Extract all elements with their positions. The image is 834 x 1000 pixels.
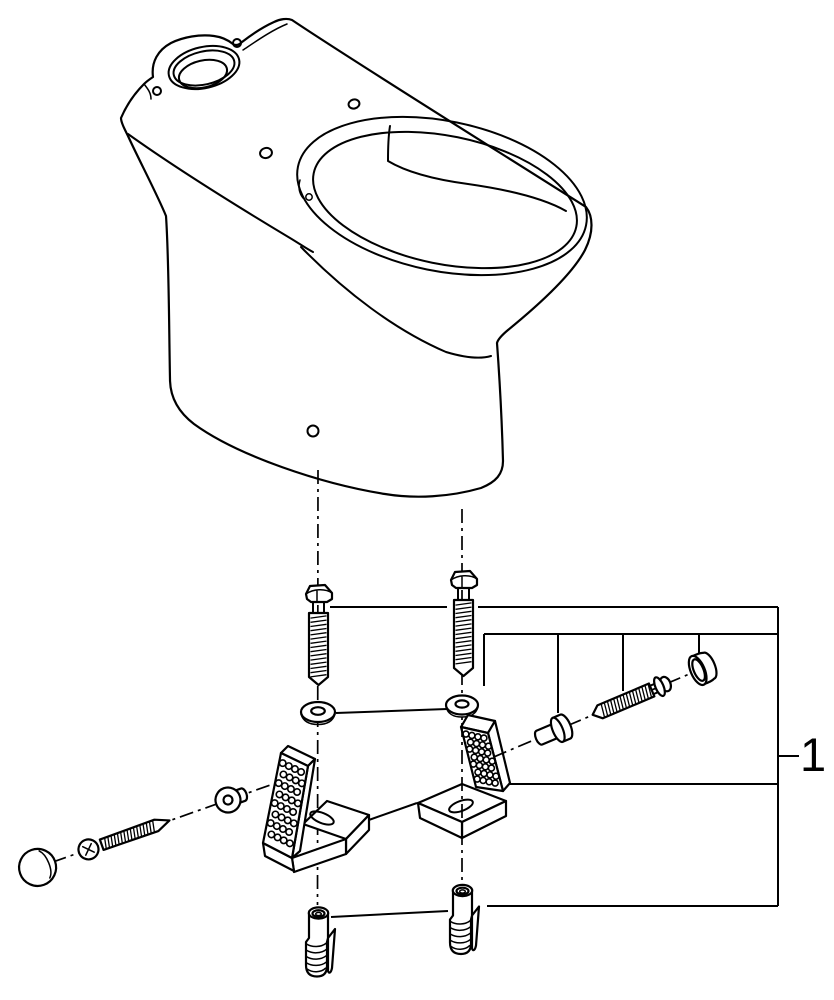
deck-hole-small-top bbox=[232, 38, 242, 48]
pan-head-screw-right-icon bbox=[591, 675, 673, 720]
ferrule-left-icon bbox=[214, 786, 249, 814]
cover-cap-left-icon bbox=[17, 847, 58, 888]
angle-bracket-left bbox=[261, 744, 371, 874]
phillips-screw-left-icon bbox=[77, 818, 171, 861]
seat-hole-right bbox=[347, 98, 361, 110]
plug-link-line bbox=[330, 910, 449, 918]
seat-hole-left bbox=[259, 146, 273, 160]
screw-assembly-right bbox=[492, 651, 718, 758]
callout-bracket bbox=[330, 606, 799, 918]
perforation-holes-right bbox=[462, 730, 500, 787]
bracket-slot-left bbox=[309, 810, 335, 826]
wall-plug-right bbox=[448, 883, 481, 956]
centerline-left bbox=[316, 469, 319, 906]
washer-left bbox=[299, 700, 337, 726]
deck-hole-small-left bbox=[152, 86, 162, 96]
screw-assembly-left bbox=[17, 777, 289, 888]
cover-cap-right-icon bbox=[687, 651, 718, 687]
wall-plug-left bbox=[304, 906, 337, 978]
perforation-holes-left bbox=[266, 759, 306, 848]
rim-hole bbox=[305, 193, 313, 201]
deck-edge-line bbox=[127, 133, 314, 253]
hex-bolt-left bbox=[304, 583, 334, 687]
bowl-underside-line bbox=[300, 246, 492, 359]
callout-label: 1 bbox=[800, 728, 826, 781]
skirt-hole bbox=[306, 424, 320, 438]
hex-bolt-right bbox=[449, 569, 479, 678]
washer-link-line bbox=[335, 708, 448, 714]
bracket-link-line bbox=[365, 802, 418, 822]
plug-ribs-left bbox=[305, 942, 328, 973]
ferrule-right-icon bbox=[533, 713, 574, 746]
bowl-opening bbox=[296, 115, 588, 277]
toilet-bowl bbox=[119, 17, 593, 498]
rim-fold-top bbox=[242, 23, 288, 51]
angle-bracket-right bbox=[416, 713, 512, 840]
rim-fold-left bbox=[143, 83, 152, 100]
plug-ribs-right bbox=[449, 919, 472, 950]
washer-right bbox=[444, 694, 480, 718]
flush-valve-opening bbox=[167, 44, 241, 91]
